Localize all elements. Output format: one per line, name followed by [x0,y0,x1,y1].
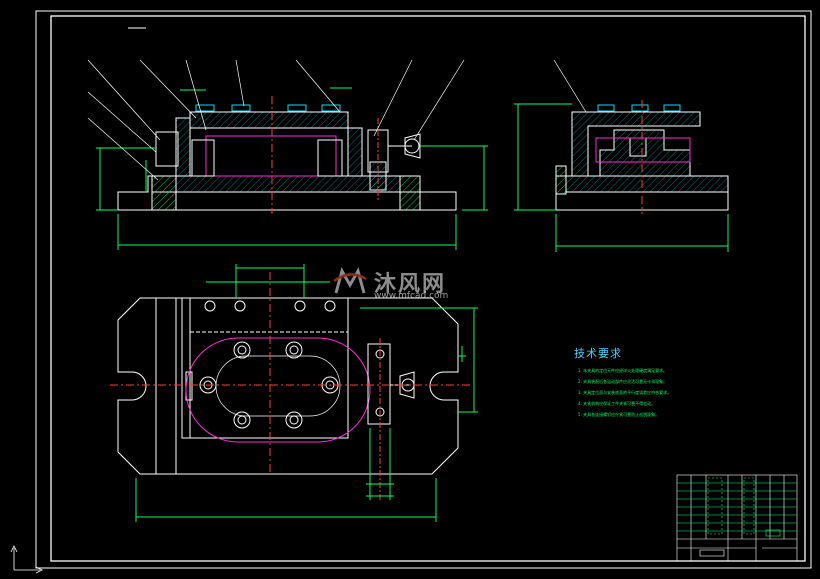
title-block [676,474,798,562]
inner-frame [50,15,806,562]
tech-note: 1. 本夹具的定位元件应经淬火处理硬度满足要求。 [578,368,668,373]
tech-note: 3. 夹具定位面与安装底面的平行度误差应符合要求。 [578,390,672,395]
watermark-url: www.mfcad.com [374,291,449,301]
ucs-axis-icon [10,545,43,574]
watermark-brand: 沐风网 [374,272,447,297]
front-view [87,59,488,250]
mf-logo-icon [333,267,367,294]
watermark: 沐风网 [332,266,446,298]
tech-note: 5. 夹具各连接螺钉应拧紧可靠防止松脱现象。 [578,412,660,417]
side-view [514,59,729,252]
top-view [110,264,478,522]
outer-frame [35,10,812,569]
tech-note: 4. 夹紧机构应保证工件夹紧可靠不得松动。 [578,401,656,406]
tech-requirements-title: 技术要求 [574,347,622,360]
tech-note: 2. 夹具装配后各运动部件应灵活可靠无卡滞现象。 [578,379,668,384]
